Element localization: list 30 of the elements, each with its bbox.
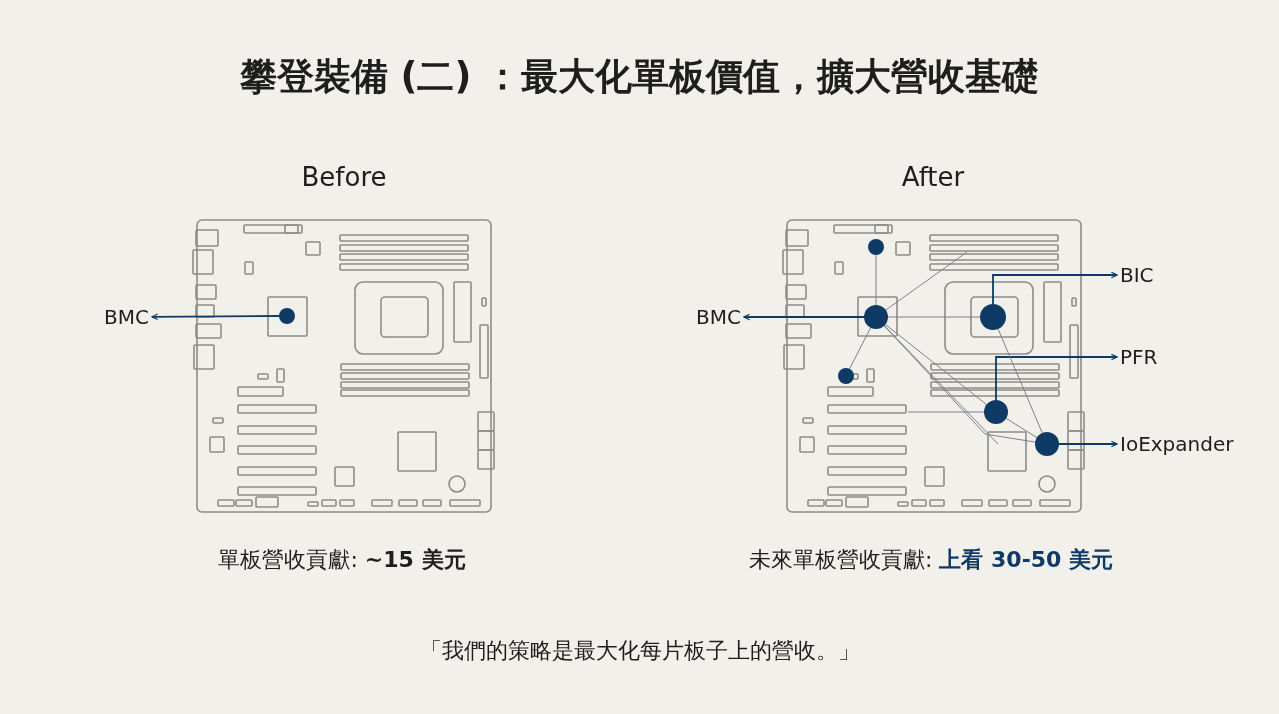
revenue-caption: 單板營收貢獻: ~15 美元 — [218, 546, 466, 574]
panel-heading: After — [901, 162, 965, 192]
connection-line — [887, 316, 981, 318]
panel-heading: Before — [301, 162, 387, 192]
component-label: BIC — [1120, 263, 1154, 287]
leader-line — [743, 313, 865, 321]
component-label: IoExpander — [1120, 432, 1234, 456]
title: 攀登裝備 (二) ：最大化單板價值，擴大營收基礎 — [238, 54, 1041, 100]
connection-line — [883, 325, 1036, 443]
component-label: PFR — [1120, 345, 1158, 369]
chip-dot — [984, 400, 1008, 424]
quote-text: 「我們的策略是最大化每片板子上的營收。」 — [420, 637, 860, 665]
chip-dot — [279, 308, 295, 324]
chip-dot — [868, 239, 884, 255]
leader-line — [151, 313, 280, 321]
connection-line — [997, 328, 1043, 434]
leader-line — [1058, 440, 1118, 448]
leader-line — [992, 271, 1118, 305]
chip-dot — [980, 304, 1006, 330]
component-label: BMC — [696, 305, 741, 329]
chip-dot — [838, 368, 854, 384]
connection-line — [1005, 417, 1038, 439]
component-label: BMC — [104, 305, 149, 329]
connection-line — [875, 254, 877, 306]
connection-line — [884, 323, 988, 406]
chip-dot — [864, 305, 888, 329]
leader-line — [995, 353, 1118, 401]
revenue-caption: 未來單板營收貢獻: 上看 30-50 美元 — [748, 546, 1114, 574]
connection-line — [849, 327, 872, 370]
chip-dot — [1035, 432, 1059, 456]
